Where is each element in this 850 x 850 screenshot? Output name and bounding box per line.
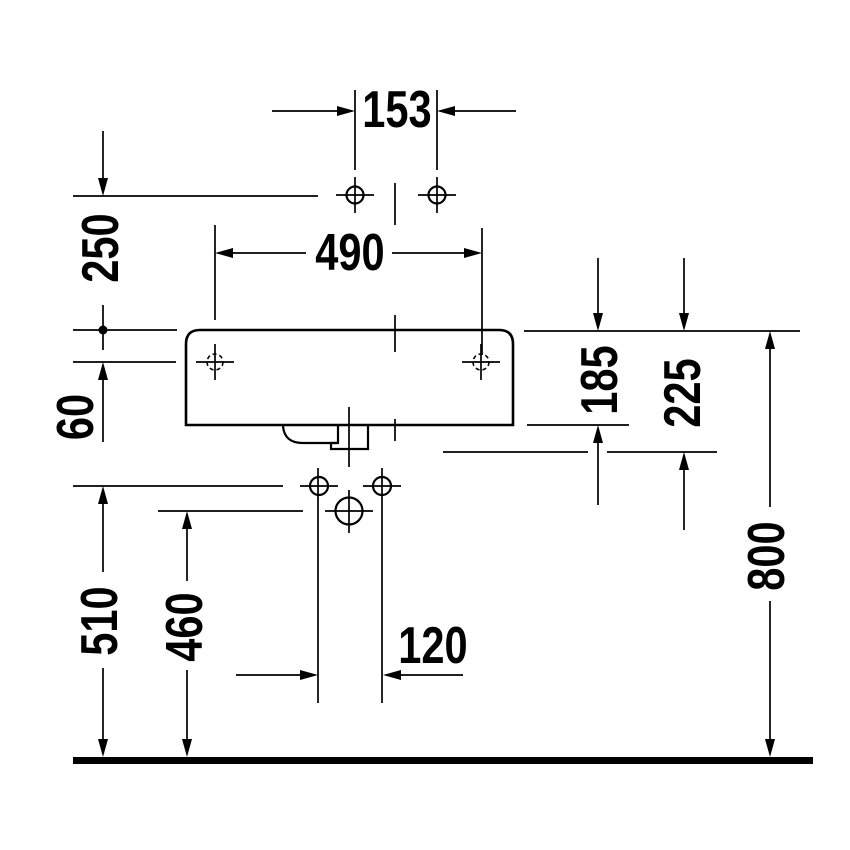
dim-225-arrow-up: [679, 452, 689, 470]
dim-185-arrow-up: [593, 425, 603, 443]
dim-120-arrow-right: [300, 670, 318, 680]
drain-fitting: [329, 426, 370, 451]
dim-label-rim-to-side-fixing-holes: 60: [46, 394, 105, 440]
dim-250-arrow-down: [98, 178, 108, 196]
dim-label-rim-to-drain-outlet: 225: [653, 358, 712, 427]
basin-outline: [184, 328, 515, 427]
dim-185-arrow-down: [593, 313, 603, 331]
dim-label-bracket-holes-height: 510: [70, 586, 129, 655]
dim-label-bracket-hole-spacing: 120: [398, 616, 467, 675]
dim-490-arrow-left: [215, 248, 233, 258]
dim-label-faucet-holes-to-rim: 250: [71, 213, 130, 282]
dim-510-arrow-up: [98, 486, 108, 504]
dim-153-arrow-right: [437, 106, 455, 116]
dim-800-arrow-down: [765, 739, 775, 757]
dim-60-arrow-up: [98, 362, 108, 380]
dim-490-arrow-right: [464, 248, 482, 258]
dim-label-rim-to-basin-bottom: 185: [570, 345, 629, 414]
dim-250-dot: [98, 325, 108, 335]
dim-label-drain-center-height: 460: [155, 592, 214, 661]
dim-label-rim-height-above-floor: 800: [737, 521, 796, 590]
siphon-shroud: [281, 425, 337, 445]
dim-800-arrow-up: [765, 331, 775, 349]
dim-153-arrow-left: [337, 106, 355, 116]
dim-label-faucet-hole-spacing: 153: [362, 80, 431, 139]
dim-label-fixing-hole-spacing: 490: [315, 223, 384, 282]
dim-510-arrow-down: [98, 739, 108, 757]
dim-460-arrow-down: [182, 739, 192, 757]
dim-460-arrow-up: [182, 511, 192, 529]
dim-120-arrow-left: [383, 670, 401, 680]
dim-225-arrow-down: [679, 313, 689, 331]
